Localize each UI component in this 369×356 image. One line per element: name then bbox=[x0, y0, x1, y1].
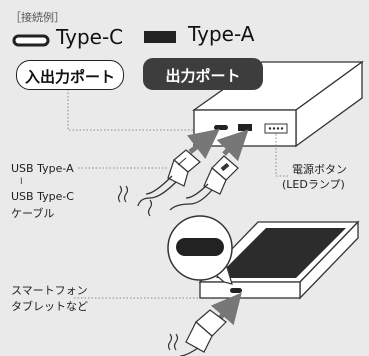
cable-wire-a bbox=[169, 189, 213, 211]
led-lamp-label: (LEDランプ) bbox=[282, 178, 345, 191]
cable-wire-c bbox=[137, 181, 177, 207]
type-c-port-icon bbox=[214, 125, 228, 130]
power-button-icon bbox=[264, 123, 288, 134]
insert-arrow-a bbox=[216, 129, 249, 162]
phone-port-icon bbox=[230, 288, 242, 293]
insert-arrow-c bbox=[186, 128, 220, 160]
phone-screen bbox=[216, 228, 346, 278]
usb-separator: I bbox=[20, 177, 23, 187]
power-button-label: 電源ボタン bbox=[292, 163, 347, 176]
type-a-port-icon bbox=[238, 124, 252, 131]
type-a-legend-icon bbox=[144, 31, 176, 43]
type-c-legend-icon bbox=[12, 34, 50, 47]
output-port-label: 出力ポート bbox=[165, 67, 241, 85]
type-a-legend-label: Type-A bbox=[188, 22, 255, 46]
type-c-legend-label: Type-C bbox=[56, 25, 124, 49]
usb-cable-plugs bbox=[167, 149, 239, 195]
power-button-leader-line bbox=[275, 134, 290, 177]
device-label-line1: スマートフォン bbox=[11, 284, 88, 297]
usb-type-a-label: USB Type-A bbox=[11, 162, 74, 175]
device-label-line2: タブレットなど bbox=[11, 300, 88, 313]
usb-type-c-label: USB Type-C bbox=[11, 190, 74, 203]
output-port-badge: 出力ポート bbox=[143, 58, 263, 90]
cable-break-icon bbox=[117, 185, 129, 203]
port-zoom-callout bbox=[167, 215, 233, 285]
type-c-zoom-icon bbox=[176, 238, 224, 256]
insert-arrow-phone bbox=[210, 292, 242, 326]
io-port-badge: 入出力ポート bbox=[16, 60, 124, 90]
example-label: ［接続例］ bbox=[10, 11, 65, 24]
cable-label: ケーブル bbox=[11, 207, 55, 220]
io-port-label: 入出力ポート bbox=[24, 68, 115, 86]
